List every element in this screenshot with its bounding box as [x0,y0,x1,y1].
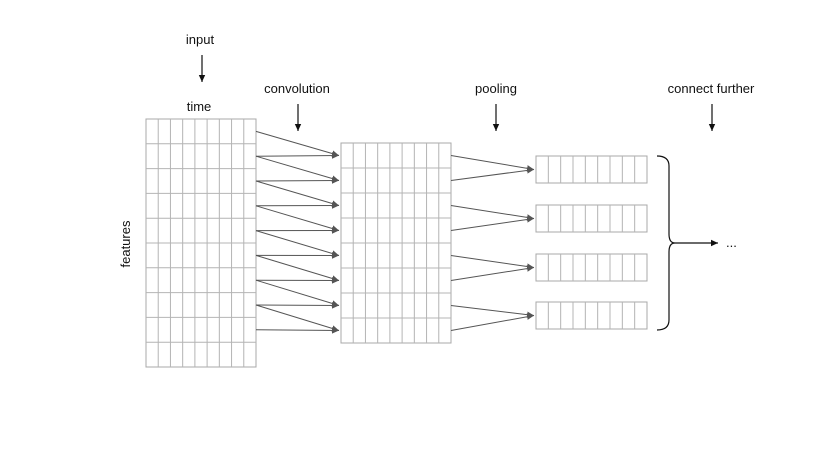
conv-arrow [255,130,340,157]
conv-arrow [255,152,340,159]
pool-block [535,155,648,184]
pool-arrow [450,155,535,172]
pool-arrow [450,305,535,318]
input-label: input [186,32,215,47]
conv-arrow [255,155,340,182]
convolution-grid [340,142,452,344]
conv-arrow [255,254,340,282]
conv-arrow [255,177,340,184]
conv-arrow [255,302,340,309]
time-label: time [187,99,212,114]
pool-arrow [450,265,535,281]
conv-arrow [255,230,340,257]
pool-block-border [535,204,648,233]
pool-block [535,204,648,233]
conv-arrow [255,304,340,332]
connect-further-label: connect further [668,81,755,96]
features-label: features [118,220,133,267]
pool-block [535,253,648,282]
pool-block-border [535,155,648,184]
conv-arrow [255,180,340,207]
pool-arrow [450,205,535,221]
conv-arrow [255,205,340,232]
pooling-blocks [535,155,648,330]
convolution-label: convolution [264,81,330,96]
conv-arrow [255,279,340,307]
pool-block-border [535,253,648,282]
connection-arrows [255,130,535,334]
output-bracket [656,155,676,331]
ellipsis-label: ... [726,235,737,250]
pool-arrow [450,216,535,231]
pooling-label: pooling [475,81,517,96]
pool-arrow [450,313,535,331]
pool-arrow [450,167,535,181]
pool-block [535,301,648,330]
pool-block-border [535,301,648,330]
pool-arrow [450,255,535,270]
conv-arrow [255,327,340,334]
input-grid [145,118,257,368]
